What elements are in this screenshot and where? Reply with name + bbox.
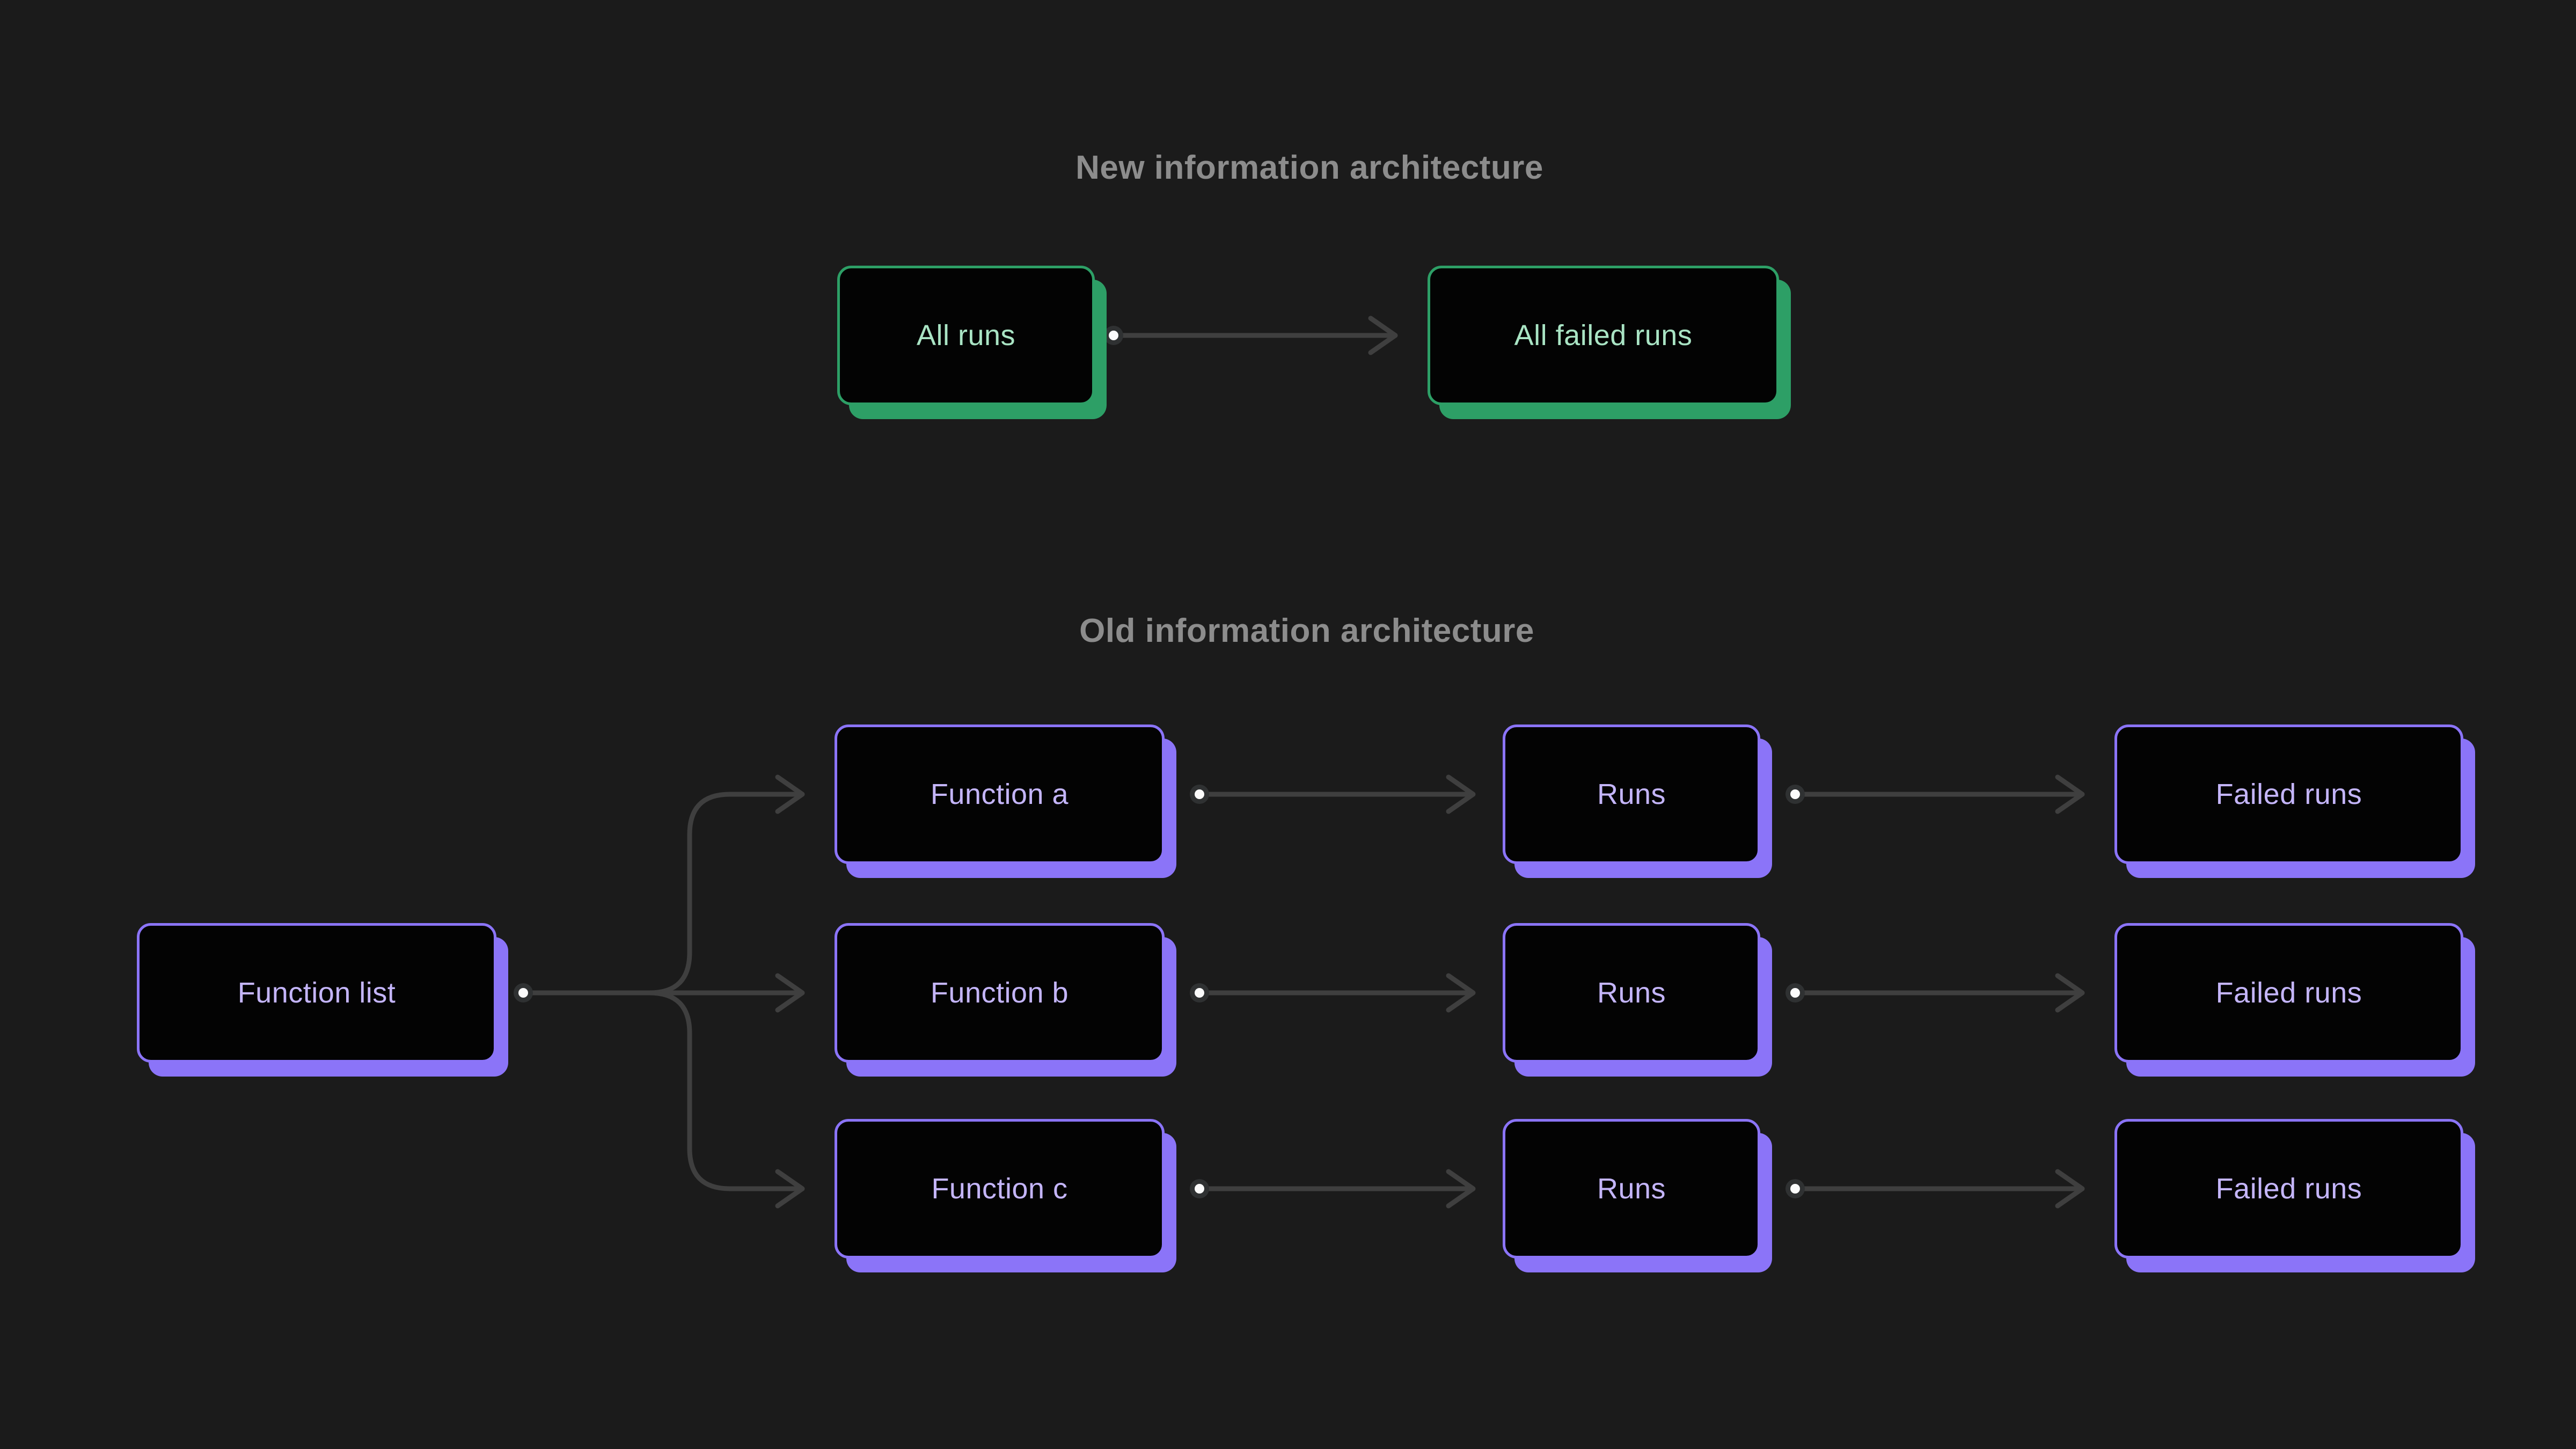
node-function-list[interactable]: Function list xyxy=(137,923,496,1063)
arrowhead-icon xyxy=(2055,1169,2085,1209)
edge-all-runs-to-all-failed-runs xyxy=(1104,316,1398,355)
arrowhead-icon xyxy=(775,774,805,814)
arrowhead-icon xyxy=(2055,774,2085,814)
arrowhead-icon xyxy=(1446,1169,1476,1209)
node-runs-c[interactable]: Runs xyxy=(1503,1119,1760,1258)
node-runs-c-label: Runs xyxy=(1597,1173,1666,1205)
section-title-new-architecture: New information architecture xyxy=(1075,149,1543,186)
edge-function-list-fork xyxy=(514,774,805,1209)
node-all-failed-runs[interactable]: All failed runs xyxy=(1428,266,1779,405)
edge-function-b-to-runs xyxy=(1190,973,1476,1013)
section-title-old-architecture: Old information architecture xyxy=(1079,612,1534,649)
arrowhead-icon xyxy=(775,973,805,1013)
node-runs-b[interactable]: Runs xyxy=(1503,923,1760,1063)
node-failed-runs-c-label: Failed runs xyxy=(2215,1173,2362,1205)
node-failed-runs-c[interactable]: Failed runs xyxy=(2114,1119,2463,1258)
node-all-failed-runs-label: All failed runs xyxy=(1514,319,1693,352)
node-function-c-label: Function c xyxy=(931,1173,1068,1205)
node-function-b-label: Function b xyxy=(930,977,1069,1009)
node-failed-runs-b[interactable]: Failed runs xyxy=(2114,923,2463,1063)
node-function-b[interactable]: Function b xyxy=(835,923,1165,1063)
edge-runs-c-to-failed-runs xyxy=(1785,1169,2085,1209)
arrowhead-icon xyxy=(1368,316,1398,355)
node-all-runs-label: All runs xyxy=(916,319,1016,352)
node-runs-a-label: Runs xyxy=(1597,778,1666,810)
edge-function-a-to-runs xyxy=(1190,774,1476,814)
arrowhead-icon xyxy=(1446,774,1476,814)
node-all-runs[interactable]: All runs xyxy=(837,266,1095,405)
arrowhead-icon xyxy=(2055,973,2085,1013)
arrowhead-icon xyxy=(1446,973,1476,1013)
arrowhead-icon xyxy=(775,1169,805,1209)
node-runs-a[interactable]: Runs xyxy=(1503,724,1760,864)
edge-runs-b-to-failed-runs xyxy=(1785,973,2085,1013)
edge-runs-a-to-failed-runs xyxy=(1785,774,2085,814)
node-function-list-label: Function list xyxy=(237,977,396,1009)
edge-function-c-to-runs xyxy=(1190,1169,1476,1209)
node-failed-runs-a-label: Failed runs xyxy=(2215,778,2362,810)
node-runs-b-label: Runs xyxy=(1597,977,1666,1009)
node-function-a-label: Function a xyxy=(930,778,1069,810)
node-function-a[interactable]: Function a xyxy=(835,724,1165,864)
node-function-c[interactable]: Function c xyxy=(835,1119,1165,1258)
node-failed-runs-b-label: Failed runs xyxy=(2215,977,2362,1009)
node-failed-runs-a[interactable]: Failed runs xyxy=(2114,724,2463,864)
